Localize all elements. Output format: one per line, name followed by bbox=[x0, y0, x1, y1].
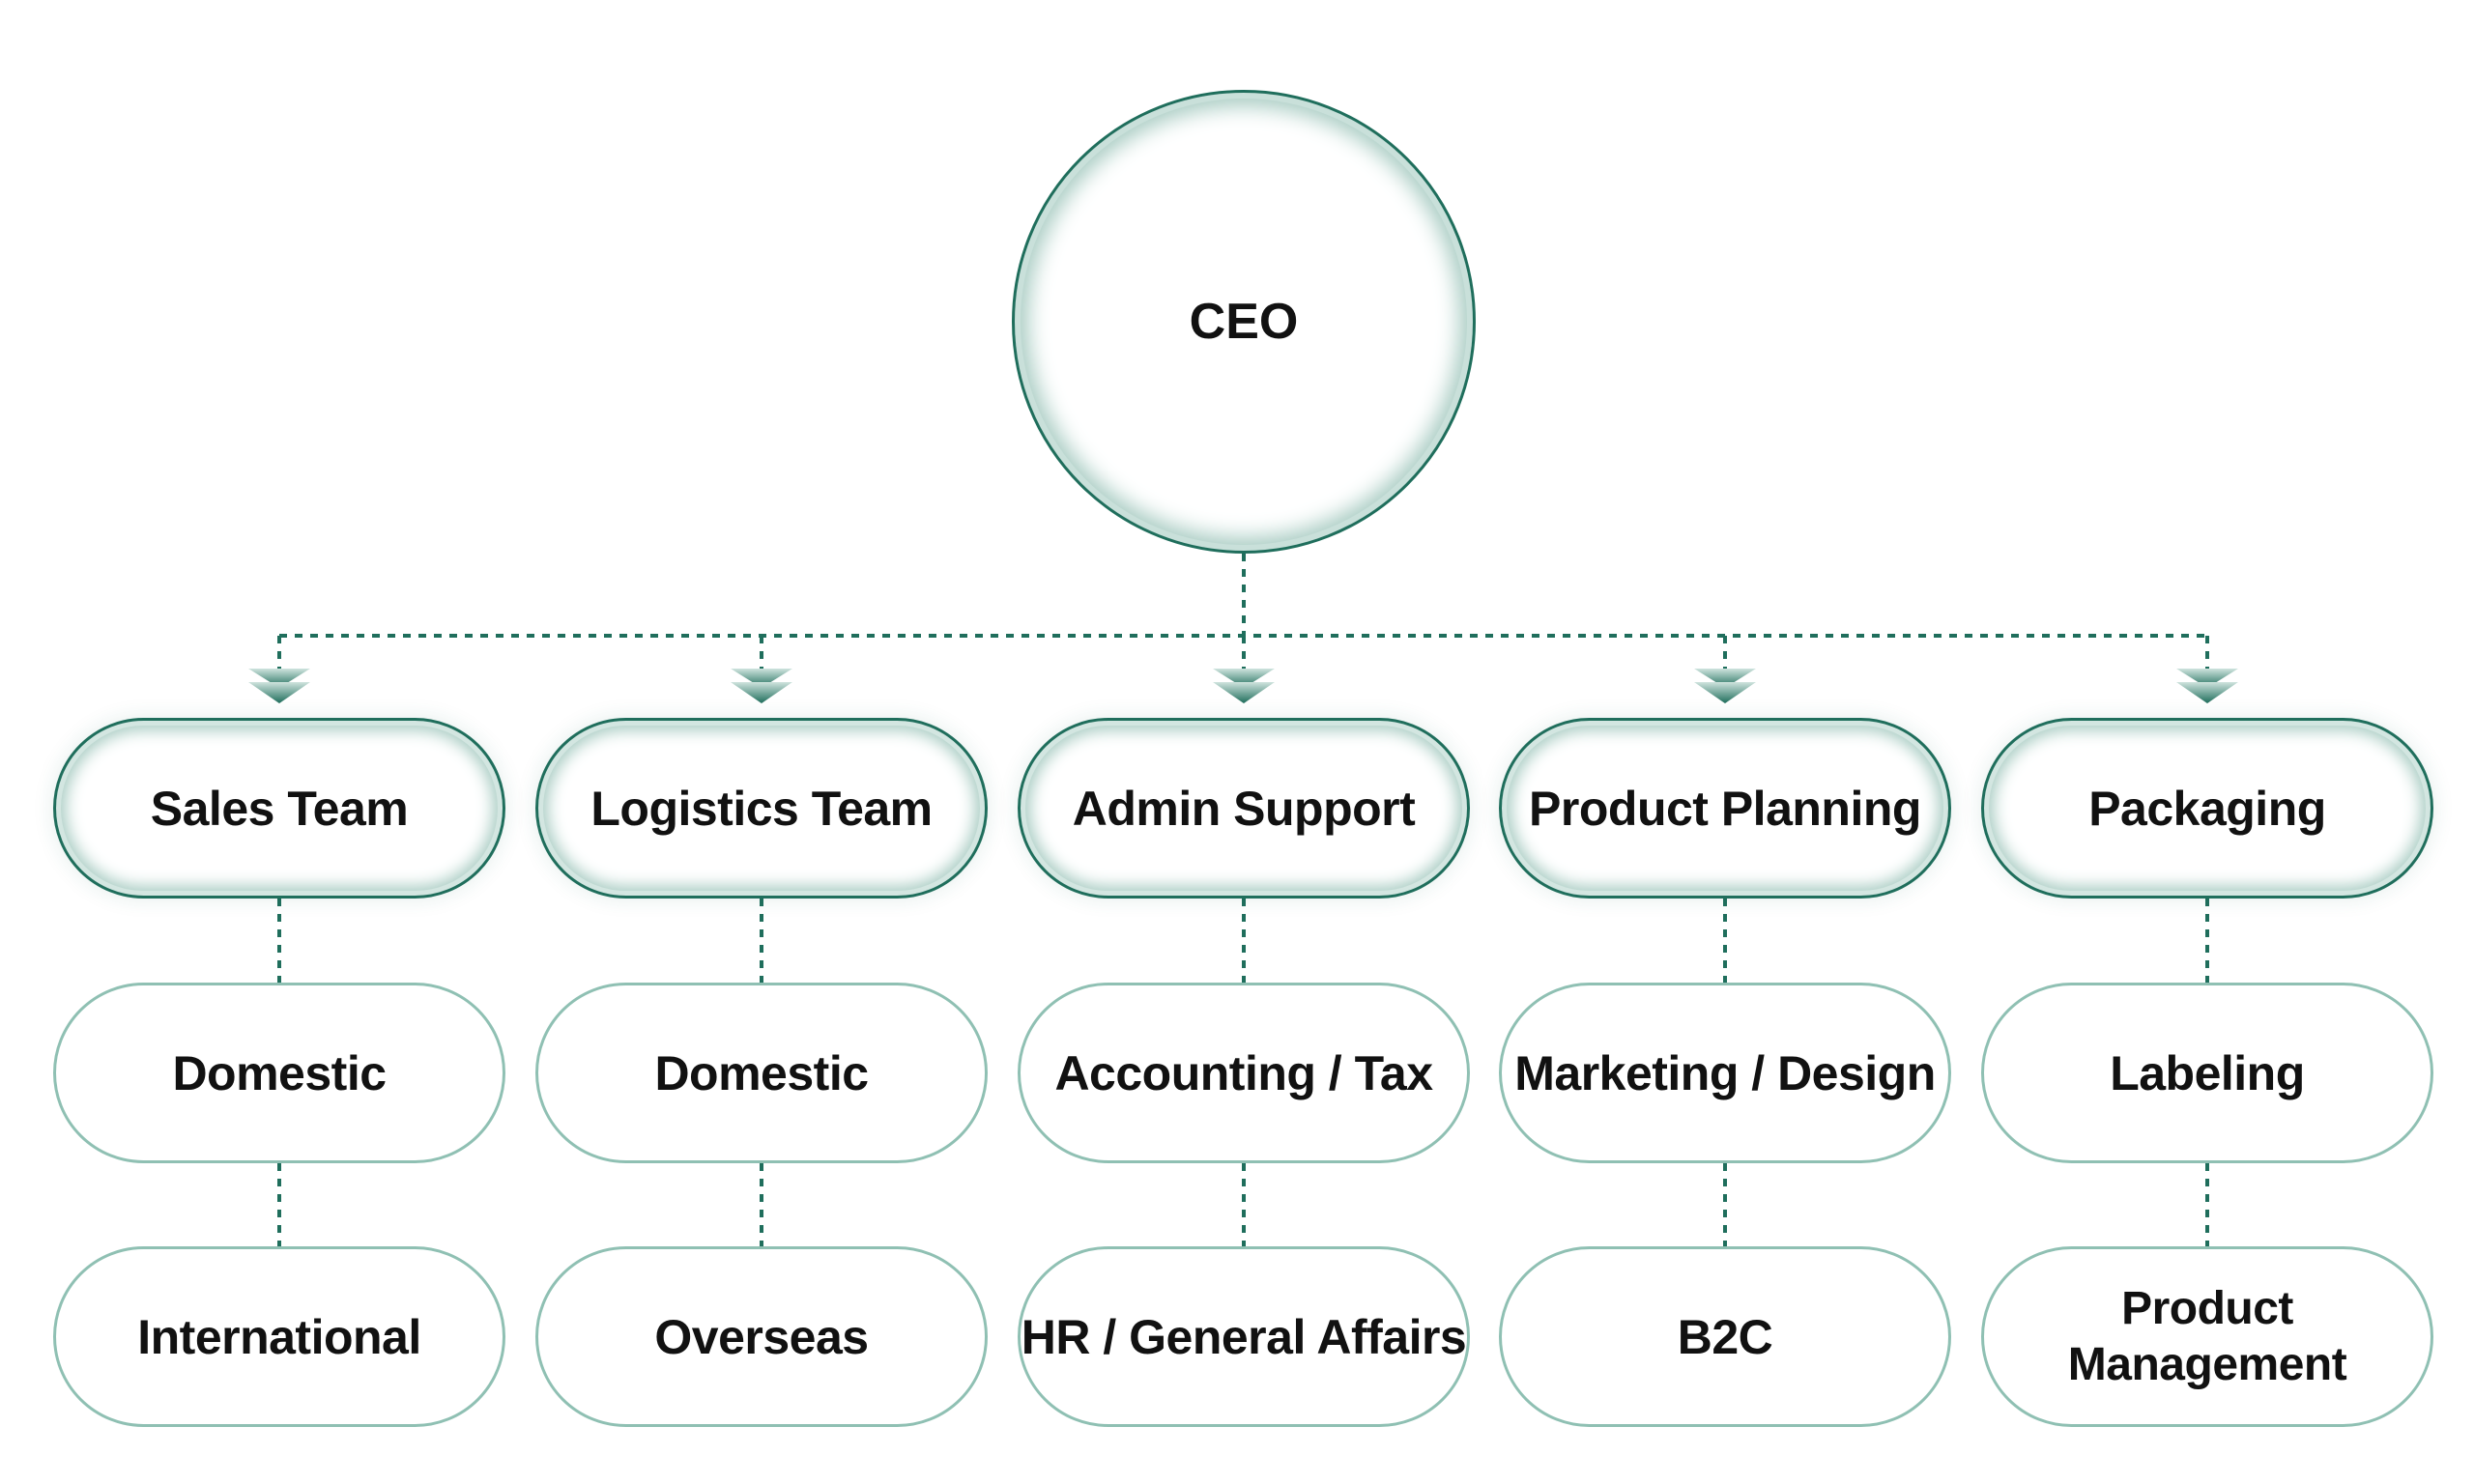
sub-unit-node[interactable]: Labeling bbox=[1981, 983, 2433, 1163]
sub-unit-node-label: Overseas bbox=[654, 1309, 869, 1364]
chevron-down-icon bbox=[2176, 669, 2238, 703]
sub-unit-node-label: Domestic bbox=[172, 1045, 387, 1100]
sub-unit-node-label: International bbox=[137, 1309, 421, 1364]
sub-unit-node-label: Labeling bbox=[2110, 1045, 2305, 1100]
sub-unit-node[interactable]: Domestic bbox=[53, 983, 505, 1163]
sub-unit-node-label: HR / General Affairs bbox=[1021, 1309, 1467, 1364]
sub-unit-node[interactable]: B2C bbox=[1499, 1246, 1951, 1427]
department-node-label: Product Planning bbox=[1529, 781, 1921, 836]
sub-unit-node[interactable]: Marketing / Design bbox=[1499, 983, 1951, 1163]
sub-unit-node-label: Domestic bbox=[654, 1045, 869, 1100]
sub-unit-node[interactable]: Domestic bbox=[535, 983, 988, 1163]
department-node[interactable]: Sales Team bbox=[53, 718, 505, 899]
ceo-label: CEO bbox=[1189, 294, 1299, 350]
department-node-label: Admin Support bbox=[1072, 781, 1416, 836]
chevron-down-icon bbox=[1213, 669, 1275, 703]
ceo-node[interactable]: CEO bbox=[1012, 90, 1476, 554]
sub-unit-node[interactable]: Accounting / Tax bbox=[1018, 983, 1470, 1163]
department-node-label: Packaging bbox=[2088, 781, 2326, 836]
sub-unit-node-label: Product Management bbox=[2067, 1282, 2347, 1390]
department-node[interactable]: Packaging bbox=[1981, 718, 2433, 899]
department-node[interactable]: Admin Support bbox=[1018, 718, 1470, 899]
department-node-label: Sales Team bbox=[150, 781, 409, 836]
sub-unit-node[interactable]: HR / General Affairs bbox=[1018, 1246, 1470, 1427]
department-node[interactable]: Product Planning bbox=[1499, 718, 1951, 899]
sub-unit-node-label: Accounting / Tax bbox=[1054, 1045, 1433, 1100]
sub-unit-node[interactable]: International bbox=[53, 1246, 505, 1427]
chevron-down-icon bbox=[1694, 669, 1756, 703]
department-node-label: Logistics Team bbox=[590, 781, 933, 836]
sub-unit-node-label: B2C bbox=[1677, 1309, 1773, 1364]
department-node[interactable]: Logistics Team bbox=[535, 718, 988, 899]
sub-unit-node[interactable]: Overseas bbox=[535, 1246, 988, 1427]
sub-unit-node-label: Marketing / Design bbox=[1514, 1045, 1936, 1100]
chevron-down-icon bbox=[248, 669, 310, 703]
chevron-down-icon bbox=[731, 669, 792, 703]
sub-unit-node[interactable]: Product Management bbox=[1981, 1246, 2433, 1427]
